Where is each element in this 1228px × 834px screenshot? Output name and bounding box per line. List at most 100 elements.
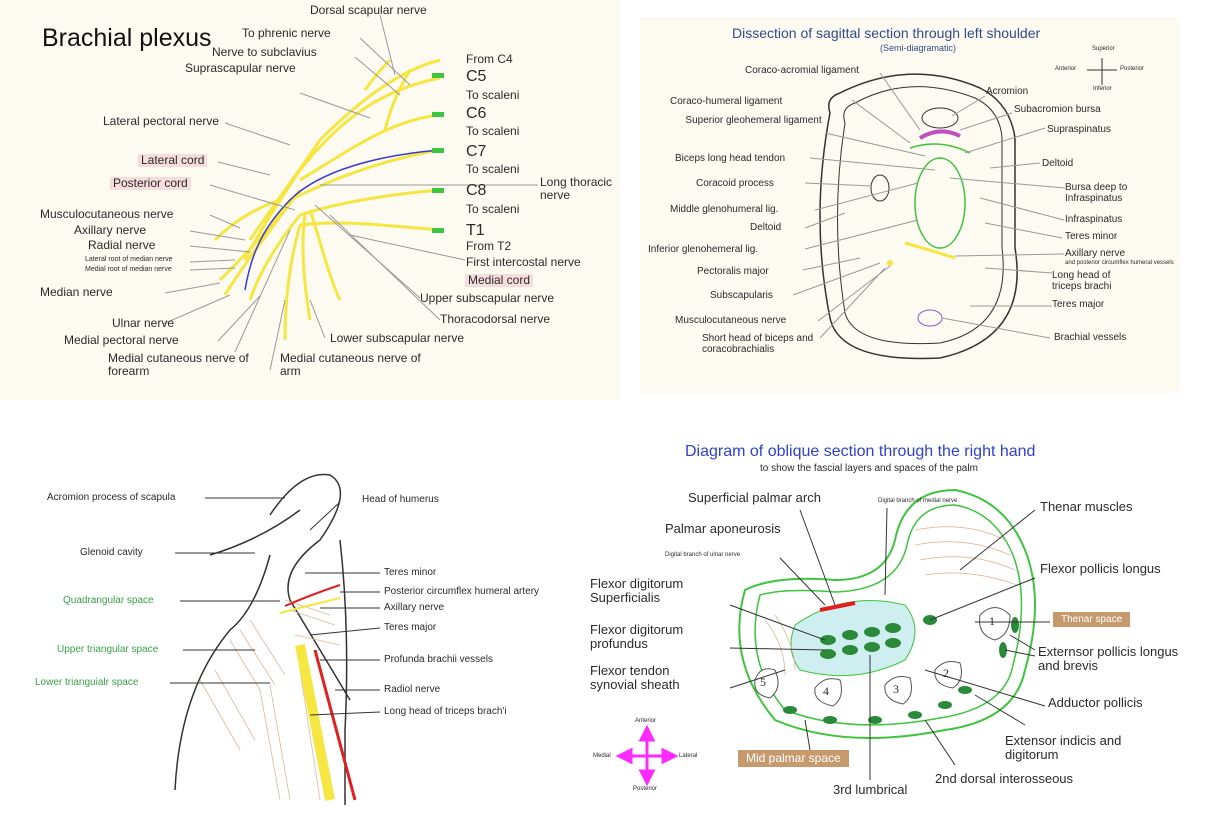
label-axillary: Axillary nerve <box>74 224 146 237</box>
label-deltoid-l: Deltoid <box>750 222 781 233</box>
label-lateral-cord: Lateral cord <box>138 154 207 167</box>
label-n5: 5 <box>760 676 766 689</box>
label-thenar-muscles: Thenar muscles <box>1040 500 1132 514</box>
shoulder-subtitle: (Semi-diagramatic) <box>880 44 956 54</box>
compass-posterior: Posterior <box>1120 66 1144 73</box>
label-med-cut-forearm: Medial cutaneous nerve of forearm <box>108 352 278 378</box>
label-radial-nerve: Radiol nerve <box>384 684 440 695</box>
label-mid-palmar: Mid palmar space <box>738 750 849 767</box>
label-deltoid-r: Deltoid <box>1042 158 1073 169</box>
label-long-head-triceps: Long head of triceps brach'i <box>384 706 507 717</box>
label-med-cut-arm: Medial cutaneous nerve of arm <box>280 352 440 378</box>
long-head-triceps-shape <box>300 645 330 800</box>
label-teres-minor: Teres minor <box>384 567 436 578</box>
post-circ-artery-shape <box>285 585 340 606</box>
label-glenoid: Glenoid cavity <box>80 547 143 558</box>
label-lateral-root: Lateral root of median nerve <box>85 256 173 264</box>
label-pect-major: Pectoralis major <box>697 266 769 277</box>
label-upper-subscapular: Upper subscapular nerve <box>420 292 554 305</box>
label-acromion-scapula: Acromion process of scapula <box>47 492 175 503</box>
label-adductor: Adductor pollicis <box>1048 696 1143 710</box>
label-c8: C8 <box>466 182 486 200</box>
label-short-head: Short head of biceps and coracobrachiali… <box>702 333 822 355</box>
label-to-scaleni-2: To scaleni <box>466 125 519 138</box>
label-post-circ: Posterior circumflex humeral artery <box>384 586 539 597</box>
label-n1: 1 <box>989 615 995 628</box>
label-first-intercostal: First intercostal nerve <box>466 256 581 269</box>
label-n4: 4 <box>823 685 829 698</box>
hand-section-panel: Diagram of oblique section through the r… <box>585 430 1228 834</box>
label-fds: Flexor digitorum Superficialis <box>590 577 730 606</box>
label-c6: C6 <box>466 105 486 123</box>
nerve-roots <box>215 60 440 340</box>
label-from-c4: From C4 <box>466 53 513 66</box>
scapula-border <box>175 555 270 790</box>
label-bursa-deep: Bursa deep to Infraspinatus <box>1065 182 1165 204</box>
label-teres-major: Teres major <box>1052 299 1104 310</box>
brachial-title: Brachial plexus <box>42 25 212 53</box>
label-c7: C7 <box>466 143 486 161</box>
label-brachial-vessels: Brachial vessels <box>1054 332 1126 343</box>
scapular-spaces-panel: Acromion process of scapula Head of hume… <box>0 430 610 830</box>
label-digital-medial: Digital branch of medial nerve <box>878 498 957 505</box>
label-from-t2: From T2 <box>466 240 511 253</box>
hand-compass-arrows <box>619 728 675 783</box>
clavicle-outline <box>210 510 300 555</box>
label-coracoid: Coracoid process <box>696 178 774 189</box>
label-posterior-cord: Posterior cord <box>110 177 191 190</box>
compass-cross <box>1087 58 1117 85</box>
root-tips <box>432 73 444 233</box>
label-long-head: Long head of triceps brachi <box>1052 270 1142 292</box>
label-biceps-long: Biceps long head tendon <box>675 153 785 164</box>
acromion-outline <box>270 475 350 701</box>
label-fdp: Flexor digitorum profundus <box>590 623 730 652</box>
label-t1: T1 <box>466 222 485 240</box>
axillary-nerve-shape <box>280 598 340 613</box>
label-long-thoracic: Long thoracic nerve <box>540 176 620 202</box>
label-lateral-pectoral: Lateral pectoral nerve <box>103 115 219 128</box>
label-teres-minor: Teres minor <box>1065 231 1117 242</box>
scapular-spaces-diagram <box>0 430 610 830</box>
label-median: Median nerve <box>40 286 113 299</box>
label-flex-sheath: Flexor tendon synovial sheath <box>590 664 720 693</box>
compass-inferior: Inferior <box>1093 86 1112 93</box>
brachial-plexus-panel: Brachial plexus Dorsal scapular nerve To… <box>0 0 620 400</box>
hand-subtitle: to show the fascial layers and spaces of… <box>760 463 978 474</box>
label-coraco-acromial: Coraco-acromial ligament <box>745 65 859 76</box>
label-to-scaleni-1: To scaleni <box>466 89 519 102</box>
label-profunda: Profunda brachii vessels <box>384 654 493 665</box>
label-infraspinatus: Infraspinatus <box>1065 214 1122 225</box>
label-musculo: Musculocutaneous nerve <box>675 315 786 326</box>
label-radial: Radial nerve <box>88 239 155 252</box>
label-dorsal-scapular: Dorsal scapular nerve <box>310 4 427 17</box>
muscle-fibers <box>200 600 340 800</box>
label-teres-major: Teres major <box>384 622 436 633</box>
compass-anterior: Anterior <box>1055 66 1076 73</box>
shoulder-section-panel: Dissection of sagittal section through l… <box>640 18 1180 393</box>
compass-superior: Superior <box>1092 46 1115 53</box>
label-coraco-humeral: Coraco-humeral ligament <box>670 96 782 107</box>
label-ulnar: Ulnar nerve <box>112 317 174 330</box>
label-suprascapular: Suprascapular nerve <box>185 62 296 75</box>
hand-compass-anterior: Anterior <box>635 718 656 725</box>
label-thenar-space: Thenar space <box>1053 612 1130 627</box>
label-axillary-nerve: Axillary nerve <box>384 602 444 613</box>
label-lower-triangular: Lower trianguialr space <box>35 677 138 688</box>
label-acromion: Acromion <box>986 86 1028 97</box>
label-axillary: Axillary nerve <box>1065 248 1125 259</box>
label-head-humerus: Head of humerus <box>362 494 439 505</box>
label-axillary-sub: and posterior circumflex humeral vessels <box>1065 260 1174 267</box>
label-ext-poll: Externsor pollicis longus and brevis <box>1038 645 1188 674</box>
label-nerve-subclavius: Nerve to subclavius <box>212 46 317 59</box>
label-to-phrenic: To phrenic nerve <box>242 27 331 40</box>
shoulder-title: Dissection of sagittal section through l… <box>732 26 1040 41</box>
label-dorsal-inter: 2nd dorsal interosseous <box>935 772 1073 786</box>
label-n3: 3 <box>893 683 899 696</box>
label-lower-subscapular: Lower subscapular nerve <box>330 332 464 345</box>
label-upper-triangular: Upper triangular space <box>57 644 158 655</box>
hand-compass-posterior: Posterior <box>633 786 657 793</box>
label-medial-pectoral: Medial pectoral nerve <box>64 334 179 347</box>
musculo-nerve-shape <box>887 260 893 266</box>
label-to-scaleni-3: To scaleni <box>466 163 519 176</box>
label-subscap: Subscapularis <box>710 290 773 301</box>
